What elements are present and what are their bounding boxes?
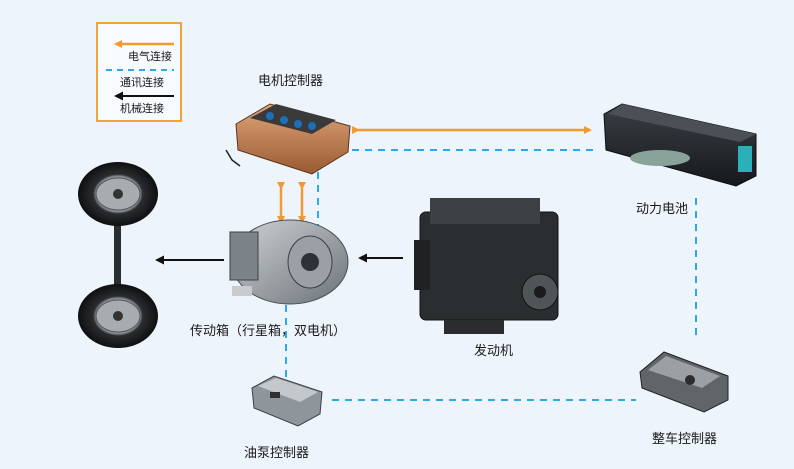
electrical-lines (277, 126, 592, 224)
communication-lines (285, 149, 697, 401)
mechanical-lines (155, 253, 403, 265)
engine-label: 发动机 (474, 344, 514, 359)
legend-electrical-label: 电气连接 (128, 50, 172, 63)
engine-image (414, 198, 559, 334)
oil-pump-controller-image (251, 375, 323, 427)
legend-mechanical-label: 机械连接 (120, 102, 164, 115)
motor-controller-label: 电机控制器 (258, 74, 324, 89)
transmission-image (229, 219, 349, 305)
oil-pump-controller-label: 油泵控制器 (244, 446, 310, 461)
axle-wheels-image (78, 162, 158, 348)
vehicle-controller-image (639, 351, 729, 413)
legend: 电气连接 通讯连接 机械连接 (96, 22, 182, 122)
legend-keys (106, 40, 174, 101)
power-battery-label: 动力电池 (636, 202, 689, 217)
motor-controller-image (225, 103, 351, 175)
legend-communication-label: 通讯连接 (120, 76, 164, 89)
transmission-label: 传动箱（行星箱，双电机） (190, 324, 347, 339)
vehicle-controller-label: 整车控制器 (652, 432, 718, 447)
power-battery-image (603, 103, 757, 187)
